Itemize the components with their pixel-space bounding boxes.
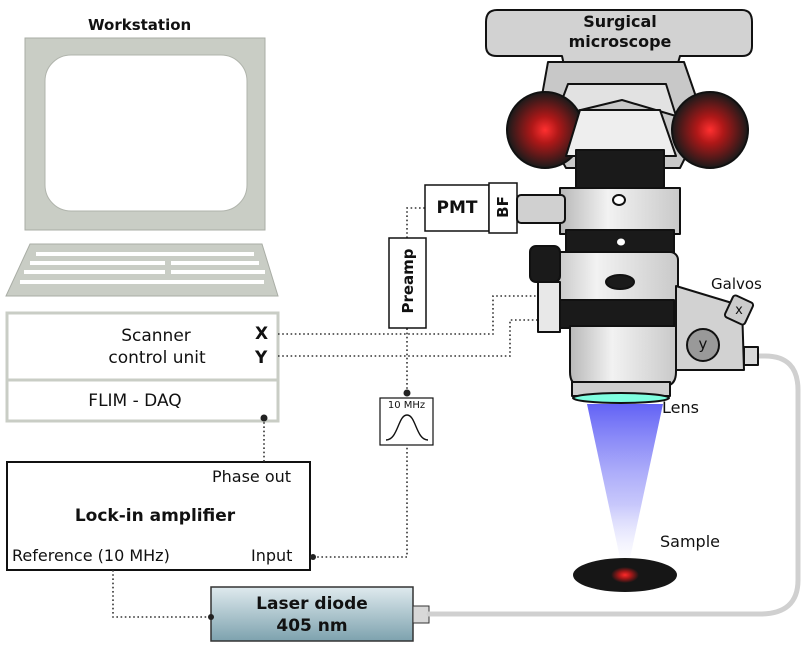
keyboard bbox=[5, 243, 279, 297]
scanner-label-line1: Scanner bbox=[121, 326, 191, 346]
pmt-box bbox=[424, 184, 490, 232]
reference-label: Reference (10 MHz) bbox=[12, 546, 170, 565]
sample-hotspot bbox=[611, 567, 639, 583]
optical-fiber bbox=[426, 353, 801, 617]
laser-label-line2: 405 nm bbox=[276, 616, 348, 636]
sample-label: Sample bbox=[660, 532, 720, 551]
lockin-box bbox=[6, 461, 311, 571]
flim-daq-label: FLIM - DAQ bbox=[88, 391, 182, 411]
phase-out-dot bbox=[260, 414, 268, 422]
preamp-box bbox=[388, 237, 427, 329]
bf-box bbox=[488, 182, 518, 234]
filter-label: 10 MHz bbox=[387, 400, 426, 411]
lens-label: Lens bbox=[662, 398, 699, 417]
phase-out-label: Phase out bbox=[212, 467, 292, 486]
monitor bbox=[24, 37, 266, 231]
signal-wires bbox=[112, 207, 540, 618]
scanner-x-label: X bbox=[255, 324, 269, 344]
bandpass-filter bbox=[379, 397, 434, 446]
excitation-beam bbox=[587, 404, 663, 572]
filter-dot bbox=[403, 389, 411, 397]
input-label: Input bbox=[251, 546, 293, 565]
lockin-label: Lock-in amplifier bbox=[74, 506, 236, 526]
pmt-label: PMT bbox=[436, 198, 478, 218]
laser-diode bbox=[210, 586, 430, 642]
microscope-label-line2: microscope bbox=[568, 32, 672, 51]
input-dot bbox=[310, 554, 316, 560]
microscope-label-line1: Surgical bbox=[583, 12, 657, 31]
microscope bbox=[485, 9, 759, 404]
galvo-x-label: x bbox=[735, 303, 743, 318]
bf-label: BF bbox=[494, 196, 512, 218]
galvo-y-label: y bbox=[698, 335, 708, 353]
scanner-label-line2: control unit bbox=[108, 348, 206, 368]
reference-dot bbox=[208, 614, 214, 620]
scanner-y-label: Y bbox=[255, 348, 268, 368]
laser-label-line1: Laser diode bbox=[256, 594, 368, 614]
galvos-label: Galvos bbox=[711, 275, 762, 293]
computer-box bbox=[5, 311, 280, 423]
workstation-label: Workstation bbox=[88, 16, 192, 34]
microscope-knob bbox=[612, 194, 626, 206]
preamp-label: Preamp bbox=[399, 248, 417, 314]
